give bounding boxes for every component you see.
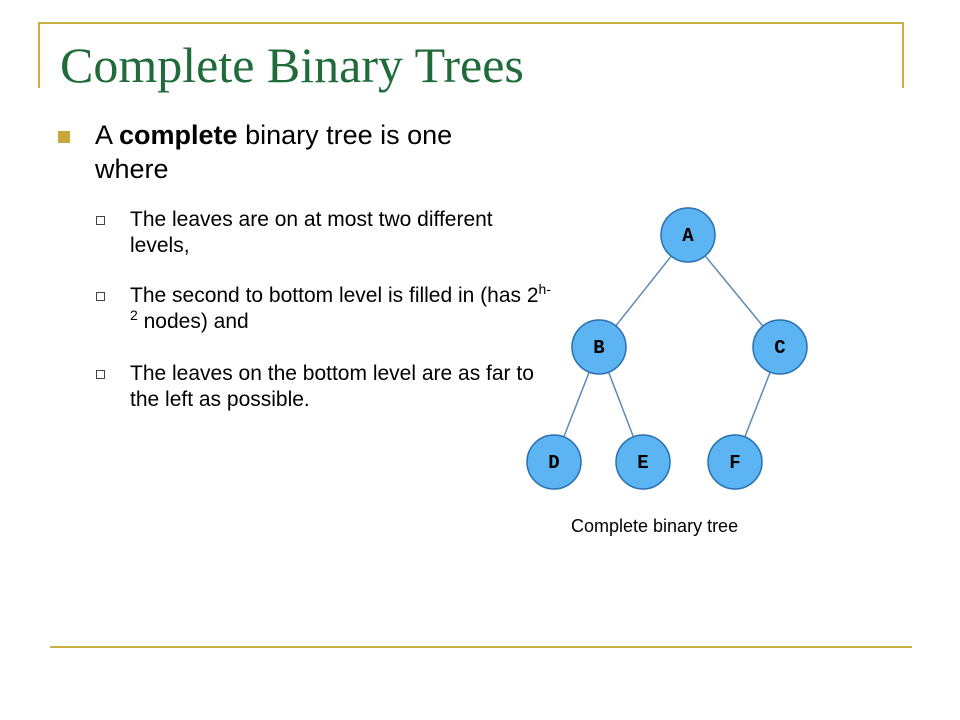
tree-node-a (660, 207, 716, 263)
sub-bullet-before: The second to bottom level is filled in … (130, 284, 539, 307)
tree-node-label-e: E (637, 452, 648, 474)
tree-node-e (615, 434, 671, 490)
tree-node-c (752, 319, 808, 375)
sub-bullet-text: The second to bottom level is filled in … (130, 281, 556, 335)
sub-bullet-text: The leaves are on at most two different … (130, 208, 493, 257)
checkbox-bullet-icon (96, 292, 105, 301)
sub-bullet-1: The leaves are on at most two different … (96, 207, 556, 259)
top-left-rule (38, 22, 40, 88)
sub-bullet-3: The leaves on the bottom level are as fa… (96, 361, 556, 413)
tree-node-label-a: A (682, 225, 694, 247)
checkbox-bullet-icon (96, 216, 105, 225)
main-bullet-suffix: binary tree is one where (95, 120, 453, 184)
sub-bullet-text: The leaves on the bottom level are as fa… (130, 362, 534, 411)
main-bullet-text: A complete binary tree is one where (95, 118, 518, 186)
main-bullet-prefix: A (95, 120, 120, 150)
main-bullet: A complete binary tree is one where (58, 118, 518, 186)
sub-bullet-after: nodes) and (137, 310, 249, 333)
tree-node-label-c: C (774, 337, 785, 359)
tree-node-f (707, 434, 763, 490)
sub-bullet-2: The second to bottom level is filled in … (96, 281, 556, 335)
diagram-caption: Complete binary tree (571, 516, 739, 536)
superscript-exponent: h-2 (130, 281, 551, 323)
tree-node-d (526, 434, 582, 490)
top-right-rule (902, 22, 904, 88)
slide-title: Complete Binary Trees (60, 37, 524, 93)
tree-node-label-b: B (593, 337, 604, 359)
main-bullet-emphasis: complete (119, 120, 238, 150)
tree-node-b (571, 319, 627, 375)
tree-node-label-d: D (548, 452, 559, 474)
square-bullet-icon (58, 131, 70, 143)
bottom-rule (50, 646, 912, 648)
tree-node-label-f: F (729, 452, 740, 474)
checkbox-bullet-icon (96, 370, 105, 379)
top-rule (38, 22, 904, 24)
